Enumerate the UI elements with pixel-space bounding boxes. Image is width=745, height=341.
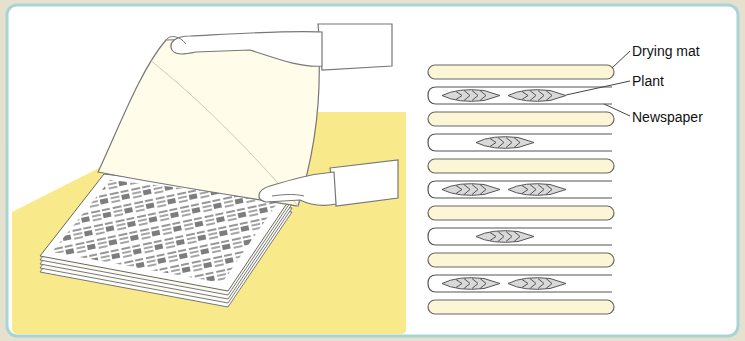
press-layers — [428, 65, 614, 314]
plant-sketch — [442, 278, 500, 290]
newspaper-fold — [428, 134, 612, 151]
plant-sketch — [508, 90, 566, 102]
plant-sketch — [476, 137, 534, 149]
leader-line — [612, 51, 630, 68]
pressing-illustration — [12, 24, 406, 334]
leader-line — [604, 104, 630, 116]
plant-sketch — [442, 184, 500, 196]
lower-hand — [259, 160, 398, 206]
plant-sketch — [508, 184, 566, 196]
plant-sketch — [476, 231, 534, 243]
newspaper-fold — [428, 275, 612, 292]
part-label: Drying mat — [632, 43, 700, 59]
drying-mat — [428, 253, 614, 267]
upper-hand — [166, 24, 392, 70]
frame — [7, 5, 738, 336]
plant-sketch — [442, 90, 500, 102]
leader-line — [566, 81, 630, 95]
drying-mat — [428, 159, 614, 173]
part-label: Plant — [632, 73, 664, 89]
newspaper-fold — [428, 181, 612, 198]
newspaper-fold — [428, 87, 612, 104]
plant-sketch — [508, 278, 566, 290]
leader-lines — [566, 51, 630, 116]
drying-mat — [428, 65, 614, 79]
drying-mat — [428, 112, 614, 126]
part-label: Newspaper — [632, 109, 703, 125]
drying-mat — [428, 300, 614, 314]
newspaper-fold — [428, 228, 612, 245]
drying-mat — [428, 206, 614, 220]
